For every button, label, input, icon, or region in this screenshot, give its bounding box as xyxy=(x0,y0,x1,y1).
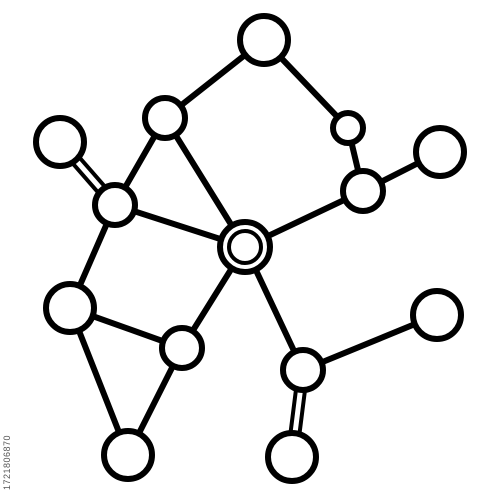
node-n1 xyxy=(237,13,291,67)
node-n3 xyxy=(330,110,366,146)
node-n4 xyxy=(413,125,467,179)
node-n11 xyxy=(410,288,464,342)
node-n14 xyxy=(101,428,155,482)
node-n13 xyxy=(265,430,319,484)
node-n12 xyxy=(280,347,326,393)
node-n2 xyxy=(142,95,188,141)
node-n6 xyxy=(33,115,87,169)
node-n5 xyxy=(340,168,386,214)
nodes-layer xyxy=(33,13,467,484)
hub-node-inner-ring xyxy=(227,229,263,265)
node-n10 xyxy=(159,325,205,371)
node-n9 xyxy=(43,281,97,335)
stock-id-watermark: 1721806870 xyxy=(2,434,12,490)
node-n7 xyxy=(92,182,138,228)
